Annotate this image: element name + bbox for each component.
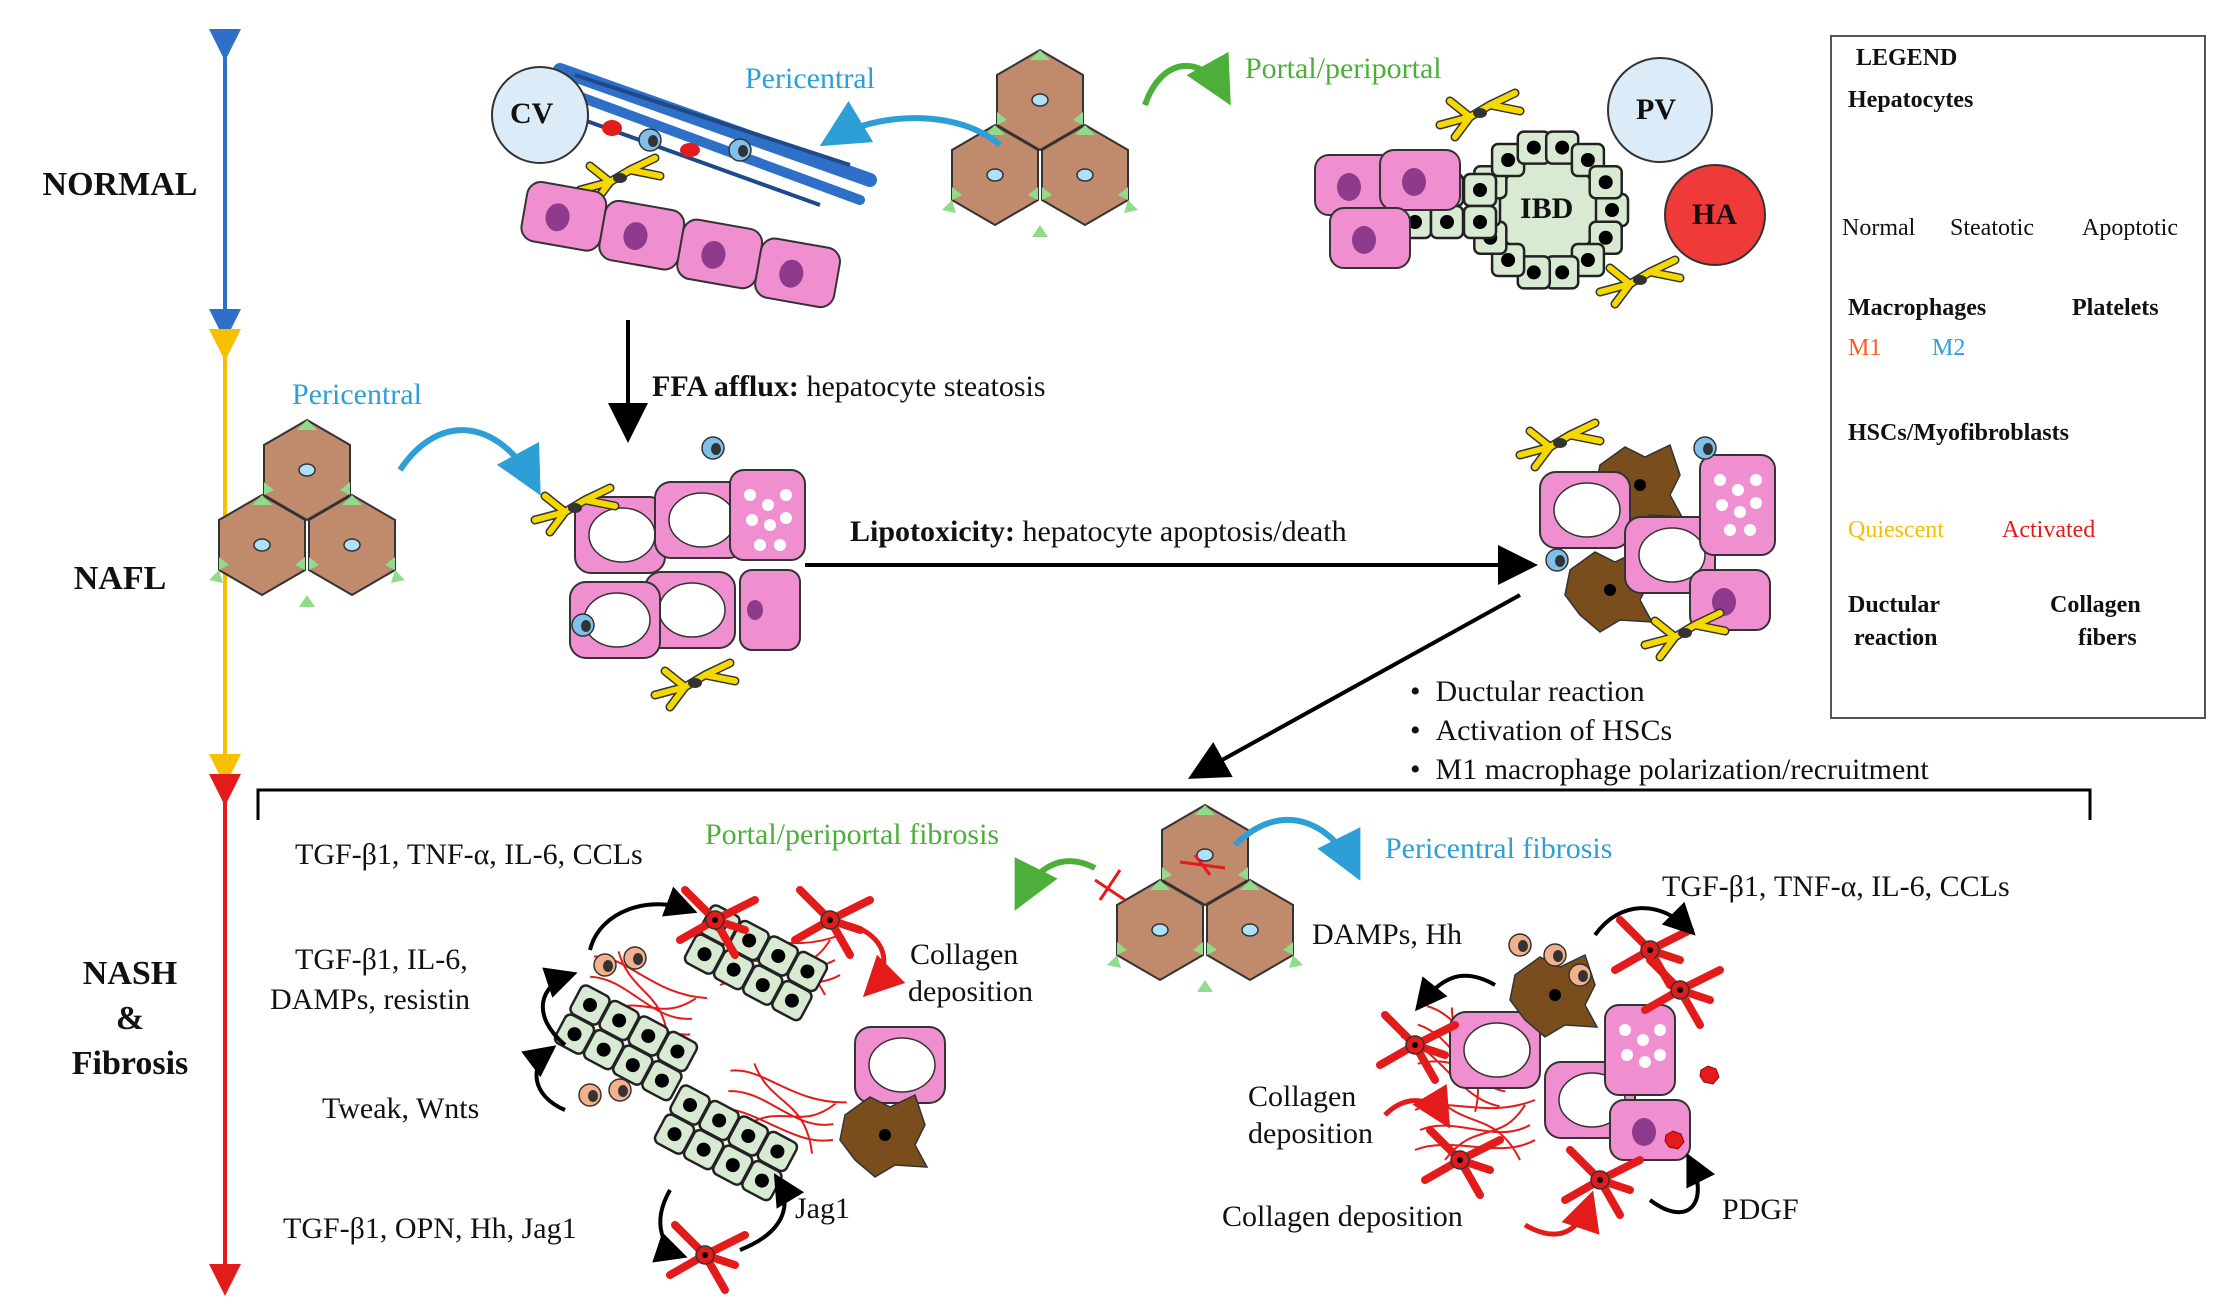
jag1-label: Jag1 — [795, 1192, 850, 1225]
left-factors-2a: TGF-β1, IL-6, — [295, 943, 468, 976]
nafl-to-nash-bullets: • Ductular reaction • Activation of HSCs… — [1410, 672, 1929, 789]
pericentral-fibrosis-label: Pericentral fibrosis — [1385, 832, 1613, 865]
legend-ductular-a: Ductular — [1848, 592, 1940, 618]
pv-label: PV — [1636, 93, 1676, 126]
lipotoxicity-label: Lipotoxicity: hepatocyte apoptosis/death — [850, 515, 1347, 548]
left-factors-1: TGF-β1, TNF-α, IL-6, CCLs — [295, 838, 643, 871]
right-collagen-a: Collagen — [1248, 1080, 1357, 1113]
legend-ductular-b: reaction — [1854, 625, 1938, 651]
nash-lobule — [1107, 805, 1303, 992]
stage-normal: NORMAL — [42, 166, 198, 203]
damps-hh-label: DAMPs, Hh — [1312, 918, 1463, 951]
left-factors-2b: DAMPs, resistin — [270, 983, 471, 1016]
left-factors-3: Tweak, Wnts — [322, 1092, 480, 1125]
stage-nash-amp: & — [115, 1000, 145, 1037]
legend-hscs: HSCs/Myofibroblasts — [1848, 420, 2069, 446]
ibd-label: IBD — [1520, 192, 1574, 225]
right-collagen-b: deposition — [1248, 1117, 1373, 1150]
legend-normal: Normal — [1842, 215, 1916, 241]
legend-activated: Activated — [2002, 517, 2096, 543]
bullet-item: • Ductular reaction — [1410, 675, 1645, 708]
ffa-afflux-label: FFA afflux: hepatocyte steatosis — [652, 370, 1046, 403]
nafl-pericentral-label: Pericentral — [292, 378, 422, 411]
nafl-lobule — [209, 420, 405, 607]
legend: LEGEND Hepatocytes Normal Steatotic Apop… — [1830, 35, 2206, 719]
legend-m1: M1 — [1848, 335, 1882, 361]
ha-label: HA — [1692, 198, 1737, 231]
legend-title: LEGEND — [1856, 45, 1958, 71]
stage-nafl: NAFL — [73, 560, 167, 597]
apoptotic-cluster — [1520, 423, 1776, 657]
legend-m2: M2 — [1932, 335, 1966, 361]
sinusoid — [553, 63, 877, 207]
bullet-item: • M1 macrophage polarization/recruitment — [1410, 753, 1929, 786]
left-factors-4: TGF-β1, OPN, Hh, Jag1 — [283, 1212, 577, 1245]
cv-label: CV — [510, 97, 554, 130]
normal-lobule — [942, 50, 1138, 237]
legend-platelets: Platelets — [2072, 295, 2159, 321]
pdgf-label: PDGF — [1722, 1193, 1799, 1226]
legend-collagen-a: Collagen — [2050, 592, 2141, 618]
bullet-item: • Activation of HSCs — [1410, 714, 1673, 747]
legend-macrophages: Macrophages — [1848, 295, 1987, 321]
stage-fibrosis: Fibrosis — [71, 1045, 189, 1082]
collagen-deposition-b: deposition — [908, 975, 1033, 1008]
quiescent-hsc — [1600, 260, 1680, 304]
portal-fibrosis-label: Portal/periportal fibrosis — [705, 818, 1000, 851]
right-factors: TGF-β1, TNF-α, IL-6, CCLs — [1662, 870, 2010, 903]
legend-collagen-b: fibers — [2078, 625, 2137, 651]
collagen-deposition-a: Collagen — [910, 938, 1019, 971]
portal-fibrosis-cluster — [521, 890, 946, 1290]
steatotic-cluster — [535, 436, 806, 707]
legend-quiescent: Quiescent — [1848, 517, 1944, 543]
pericentral-fibrosis-cluster — [1380, 901, 1720, 1237]
quiescent-hsc — [1440, 93, 1520, 137]
legend-steatotic: Steatotic — [1950, 215, 2034, 241]
right-collagen-2: Collagen deposition — [1222, 1200, 1463, 1233]
portal-label: Portal/periportal — [1245, 52, 1442, 85]
legend-hepatocytes: Hepatocytes — [1848, 87, 1974, 113]
duct-cell — [1588, 164, 1623, 200]
pericentral-label: Pericentral — [745, 62, 875, 95]
legend-apoptotic: Apoptotic — [2082, 215, 2178, 241]
stage-nash: NASH — [82, 955, 178, 992]
